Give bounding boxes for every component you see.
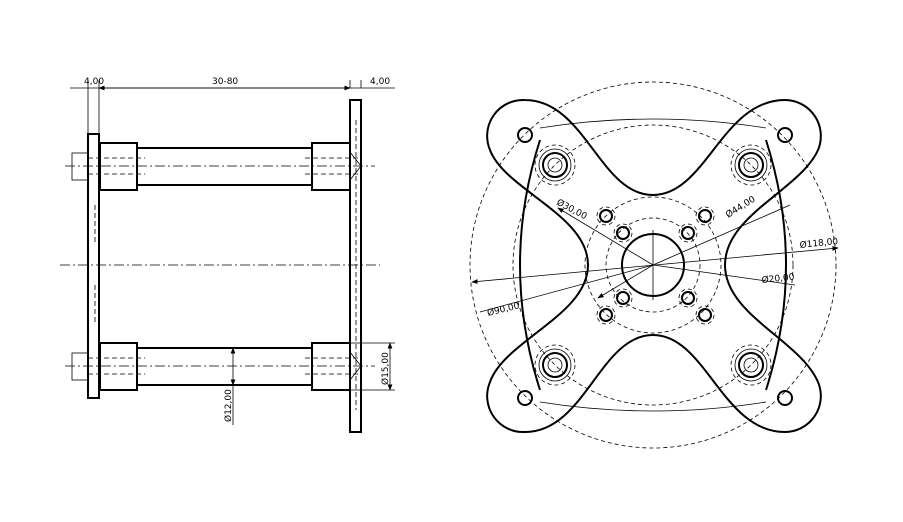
bearings [534,144,772,386]
dim-d118: Ø118,00 [799,236,839,251]
dim-right-plate: 4,00 [370,77,390,87]
dim-d90: Ø90,00 [486,300,521,319]
screw-head [71,352,89,381]
dim-d44: Ø44,00 [724,194,758,221]
dim-left-plate: 4,00 [84,77,104,87]
dim-d30: Ø30,00 [555,197,589,222]
standoff-top [65,142,375,191]
mounting-holes [596,206,715,325]
dim-length: 30-80 [212,77,238,87]
top-dimension: 4,00 30-80 4,00 [70,77,395,133]
screw-head [71,152,89,181]
dim-d20: Ø20,00 [761,272,795,286]
standoff-bottom [65,342,375,391]
corner-holes [517,127,793,406]
right-plate [349,99,362,433]
dim-rod-diameter: Ø12,00 [223,389,234,422]
left-plate [87,133,100,399]
side-view: 4,00 30-80 4,00 [60,77,395,433]
front-view: Ø30,00 Ø44,00 Ø118,00 Ø20,00 Ø90,00 [469,81,839,449]
dim-spacer-diameter: Ø15,00 [380,352,391,385]
